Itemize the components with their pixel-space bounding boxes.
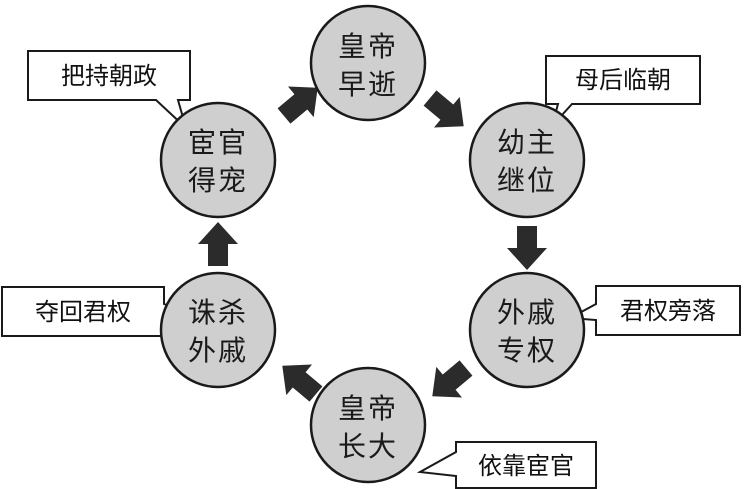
svg-text:宦官: 宦官 (188, 126, 248, 159)
callout-power-sidelined-text: 君权旁落 (620, 297, 716, 325)
node-kill-consort-kin: 诛杀 外戚 (159, 271, 277, 389)
svg-text:外戚: 外戚 (188, 334, 248, 367)
svg-text:皇帝: 皇帝 (338, 30, 398, 63)
callout-power-sidelined: 君权旁落 (566, 285, 741, 336)
arrow-kill-kin-to-eunuch-favor (198, 222, 238, 266)
node-emperor-early-death: 皇帝 早逝 (309, 4, 427, 122)
arrow-consort-kin-to-emperor-grows (432, 360, 473, 398)
arrow-emperor-grows-to-kill-kin (282, 364, 323, 402)
svg-text:外戚: 外戚 (497, 296, 557, 329)
svg-text:早逝: 早逝 (338, 68, 398, 101)
arrow-eunuch-to-emperor-death (277, 86, 318, 124)
node-consort-kin-power: 外戚 专权 (468, 271, 586, 389)
node-emperor-grows-up: 皇帝 长大 (309, 366, 427, 484)
svg-text:诛杀: 诛杀 (188, 296, 248, 329)
node-eunuch-favor: 宦官 得宠 (159, 101, 277, 219)
callout-control-government: 把持朝政 (27, 50, 191, 132)
node-young-ruler: 幼主 继位 (468, 101, 586, 219)
svg-text:专权: 专权 (497, 334, 557, 367)
callout-control-government-text: 把持朝政 (61, 62, 157, 90)
svg-text:长大: 长大 (338, 430, 398, 463)
arrow-emperor-death-to-young-ruler (423, 90, 464, 128)
callout-rely-on-eunuchs: 依靠宦官 (416, 441, 597, 489)
arrow-young-ruler-to-consort-kin (507, 226, 547, 270)
callout-regain-power-text: 夺回君权 (35, 298, 131, 326)
svg-text:得宠: 得宠 (188, 164, 248, 197)
svg-text:幼主: 幼主 (497, 126, 557, 159)
callout-empress-regency: 母后临朝 (545, 55, 701, 127)
callout-rely-on-eunuchs-text: 依靠宦官 (478, 452, 574, 480)
svg-text:皇帝: 皇帝 (338, 392, 398, 425)
callout-empress-regency-text: 母后临朝 (575, 66, 671, 94)
svg-text:继位: 继位 (497, 164, 557, 197)
